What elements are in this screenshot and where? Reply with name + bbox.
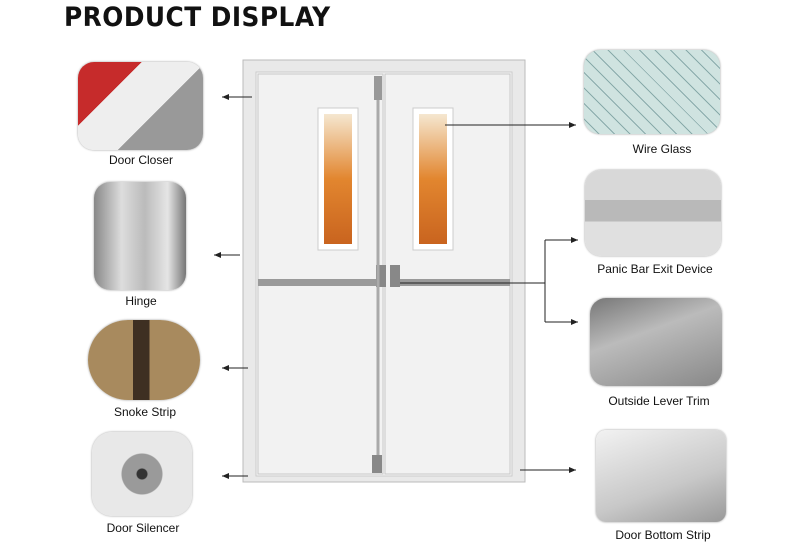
hinge-image (94, 182, 186, 290)
door-closer-image (78, 62, 203, 150)
door-silencer-image (92, 432, 192, 516)
door-closer-label: Door Closer (108, 153, 174, 167)
wire-glass-image (584, 50, 720, 134)
door-silencer-label: Door Silencer (106, 521, 180, 535)
bottom-strip-label: Door Bottom Strip (615, 528, 711, 542)
smoke-strip-image (88, 320, 200, 400)
lever-trim-image (590, 298, 722, 386)
panic-bar-label: Panic Bar Exit Device (597, 262, 713, 276)
bottom-strip-image (596, 430, 726, 522)
smoke-strip-label: Snoke Strip (113, 405, 177, 419)
right-window (419, 114, 447, 244)
left-window (324, 114, 352, 244)
hinge-label: Hinge (125, 294, 157, 308)
page-title: PRODUCT DISPLAY (64, 2, 331, 33)
wire-glass-label: Wire Glass (632, 142, 692, 156)
panic-bar-left (258, 279, 378, 286)
panic-bar-image (585, 170, 721, 256)
lever-trim-label: Outside Lever Trim (608, 394, 710, 408)
